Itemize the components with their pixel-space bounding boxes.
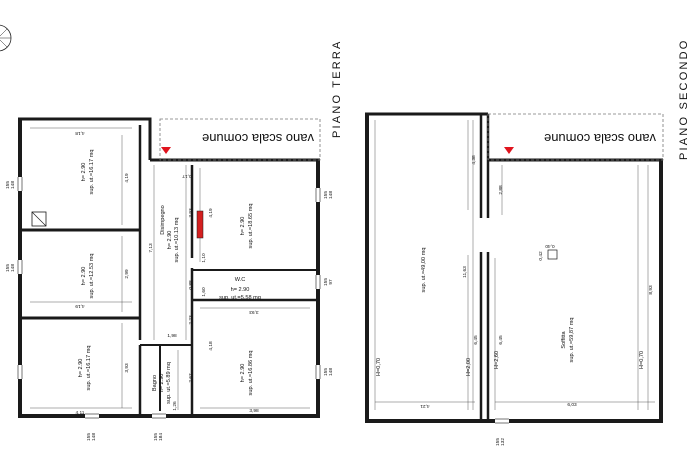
- chimney-flue: [196, 210, 204, 239]
- svg-text:2,67: 2,67: [188, 373, 194, 383]
- svg-text:132: 132: [500, 438, 506, 446]
- svg-text:1,10: 1,10: [201, 253, 207, 263]
- floor-title-secondo: PIANO SECONDO: [678, 38, 690, 160]
- svg-text:3,93: 3,93: [124, 363, 130, 373]
- svg-text:sup. ut.=5.89 mq: sup. ut.=5.89 mq: [166, 362, 172, 404]
- svg-text:11,63: 11,63: [462, 266, 468, 278]
- svg-text:1,60: 1,60: [201, 287, 207, 297]
- svg-text:sup. ut.=49,00 mq: sup. ut.=49,00 mq: [421, 248, 427, 293]
- svg-text:3,93: 3,93: [249, 309, 259, 315]
- svg-text:h= 2.90: h= 2.90: [78, 359, 84, 378]
- svg-text:Disimpegno: Disimpegno: [160, 205, 166, 235]
- svg-text:h= 2.90: h= 2.90: [81, 163, 87, 182]
- bagno-label: Bagno h= 2.90 sup. ut.=5.89 mq: [152, 362, 172, 404]
- svg-text:sup. ut.=10.13 mq: sup. ut.=10.13 mq: [174, 218, 180, 263]
- wc-label: W.C h= 2.90 sup. ut.=5.58 mq: [219, 277, 261, 301]
- soffitta-label: Soffitta sup. ut.=59,87 mq H=2,60 H=0,70: [494, 318, 645, 370]
- room-label-5: h= 2.90 sup. ut.=16.86 mq: [240, 351, 254, 396]
- svg-text:0,40: 0,40: [545, 243, 555, 249]
- svg-text:4,21: 4,21: [420, 403, 430, 409]
- svg-text:sup. ut.=16.17 mq: sup. ut.=16.17 mq: [86, 346, 92, 391]
- svg-text:h= 2.90: h= 2.90: [240, 364, 246, 383]
- svg-text:H=0,70: H=0,70: [376, 358, 382, 376]
- svg-text:4,19: 4,19: [124, 173, 130, 183]
- svg-text:7,13: 7,13: [148, 243, 154, 253]
- svg-text:148: 148: [328, 191, 334, 199]
- svg-text:4,18: 4,18: [208, 341, 214, 351]
- svg-text:sup. ut.=18.65 mq: sup. ut.=18.65 mq: [248, 204, 254, 249]
- svg-text:sup. ut.=12.53 mq: sup. ut.=12.53 mq: [89, 254, 95, 299]
- svg-text:8,93: 8,93: [648, 285, 654, 295]
- room-label-1: h= 2.90 sup. ut.=16.17 mq: [81, 150, 95, 195]
- svg-text:1,98: 1,98: [167, 333, 177, 339]
- svg-text:4,11: 4,11: [76, 410, 85, 416]
- disimpegno-label: Disimpegno h= 2.90 sup. ut.=10.13 mq: [160, 205, 180, 262]
- second-left-labels: sup. ut.=49,00 mq H=0,70 H=2,00: [376, 248, 472, 377]
- window-labels: 155 148 155 148 155 148 155 97 155 148 1…: [5, 181, 334, 441]
- svg-text:2,88: 2,88: [498, 185, 504, 195]
- svg-text:W.C: W.C: [235, 277, 246, 283]
- svg-text:4,19: 4,19: [208, 208, 214, 218]
- svg-text:155: 155: [323, 278, 329, 286]
- svg-text:148: 148: [10, 181, 16, 189]
- svg-text:H=2,60: H=2,60: [494, 351, 500, 369]
- svg-text:sup. ut.=16.17 mq: sup. ut.=16.17 mq: [89, 150, 95, 195]
- svg-text:4,38: 4,38: [471, 155, 477, 165]
- svg-text:sup. ut.=16.86 mq: sup. ut.=16.86 mq: [248, 351, 254, 396]
- svg-text:2,99: 2,99: [124, 269, 130, 279]
- svg-text:1,26: 1,26: [172, 401, 178, 411]
- piano-secondo-plan: [365, 112, 664, 426]
- svg-text:Bagno: Bagno: [152, 375, 158, 391]
- stair-label: vano scala comune: [202, 131, 314, 146]
- room-label-4: h= 2.90 sup. ut.=18.65 mq: [240, 204, 254, 249]
- svg-text:97: 97: [328, 279, 334, 285]
- svg-text:155: 155: [323, 191, 329, 199]
- svg-text:6,45: 6,45: [498, 335, 504, 345]
- svg-text:2,23: 2,23: [188, 315, 194, 325]
- stair-label: vano scala comune: [544, 131, 656, 146]
- svg-text:148: 148: [328, 368, 334, 376]
- svg-text:h= 2.90: h= 2.90: [81, 267, 87, 286]
- svg-text:155: 155: [323, 368, 329, 376]
- second-dimensions: 4,38 11,63 6,45 6,45 2,88 8,93 4,21 6,03…: [420, 155, 654, 446]
- svg-text:148: 148: [10, 264, 16, 272]
- svg-text:155: 155: [495, 438, 501, 446]
- svg-text:4,18: 4,18: [75, 130, 85, 136]
- svg-text:3,93: 3,93: [188, 208, 194, 218]
- svg-text:H=2,00: H=2,00: [466, 358, 472, 376]
- svg-text:sup. ut.=59,87 mq: sup. ut.=59,87 mq: [569, 318, 575, 363]
- stair-marker-icon: [161, 147, 171, 154]
- svg-text:155: 155: [86, 433, 92, 441]
- svg-text:155: 155: [5, 264, 11, 272]
- svg-text:6,03: 6,03: [567, 402, 577, 408]
- svg-text:184: 184: [158, 433, 164, 441]
- svg-text:Soffitta: Soffitta: [561, 330, 567, 348]
- room-label-3: h= 2.90 sup. ut.=16.17 mq: [78, 346, 92, 391]
- svg-text:sup. ut.=5.58 mq: sup. ut.=5.58 mq: [219, 295, 261, 301]
- svg-text:h= 2.90: h= 2.90: [231, 287, 250, 293]
- svg-text:155: 155: [5, 181, 11, 189]
- ground-dimensions: 4,18 4,19 2,99 4,19 3,93 4,11 7,13 0,17 …: [75, 130, 259, 416]
- svg-text:155: 155: [153, 433, 159, 441]
- svg-text:4,19: 4,19: [75, 303, 85, 309]
- floor-title-terra: PIANO TERRA: [331, 39, 343, 138]
- svg-text:0,17: 0,17: [182, 173, 192, 179]
- svg-text:148: 148: [91, 433, 97, 441]
- svg-text:3,98: 3,98: [249, 408, 259, 414]
- stair-marker-icon: [504, 147, 514, 154]
- svg-text:h= 2.90: h= 2.90: [159, 374, 165, 393]
- svg-text:h= 2.90: h= 2.90: [240, 217, 246, 236]
- room-label-2: h= 2.90 sup. ut.=12.53 mq: [81, 254, 95, 299]
- piano-terra-plan: [15, 117, 323, 421]
- svg-text:h= 2.90: h= 2.90: [167, 231, 173, 250]
- compass-icon: [0, 24, 12, 52]
- svg-text:6,45: 6,45: [473, 335, 479, 345]
- svg-text:0,88: 0,88: [188, 280, 194, 290]
- svg-text:0,42: 0,42: [538, 251, 544, 261]
- svg-text:H=0,70: H=0,70: [639, 351, 645, 369]
